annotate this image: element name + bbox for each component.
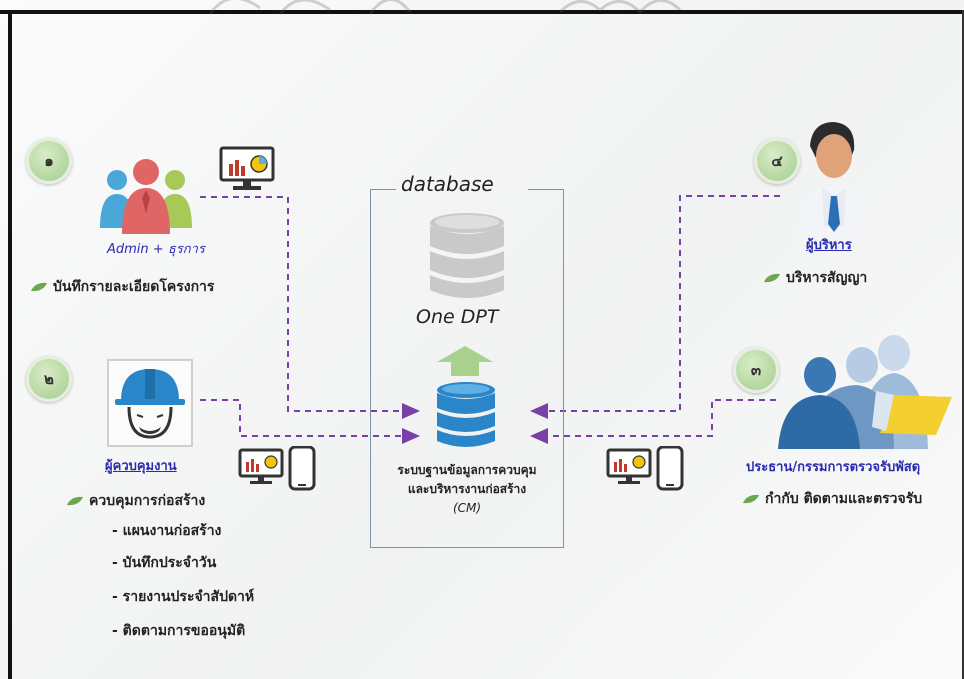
admin-group-icon	[100, 159, 192, 234]
leaf-icon	[31, 282, 47, 292]
admin-description: บันทึกรายละเอียดโครงการ	[31, 276, 214, 298]
cm-system-line1: ระบบฐานข้อมูลการควบคุม	[397, 463, 537, 477]
leaf-icon	[743, 494, 759, 504]
committee-meeting-icon	[778, 335, 952, 449]
frame-border-top	[0, 10, 964, 14]
line-supervisor-to-cm	[200, 399, 420, 444]
cm-system-line2: และบริหารงานก่อสร้าง	[407, 482, 527, 496]
supervisor-task-4: - ติดตามการขออนุมัติ	[112, 623, 246, 639]
upload-arrow-icon	[437, 346, 493, 376]
committee-description: กำกับ ติดตามและตรวจรับ	[743, 488, 922, 510]
cm-database-icon	[437, 382, 495, 447]
database-container-top-right	[528, 189, 564, 190]
step-badge-4: ๔	[754, 138, 800, 184]
line-committee-to-cm	[530, 399, 776, 444]
executive-label: ผู้บริหาร	[806, 238, 852, 253]
supervisor-task-2: - บันทึกประจำวัน	[112, 555, 217, 571]
committee-description-text: กำกับ ติดตามและตรวจรับ	[765, 491, 923, 507]
step-badge-1: ๑	[26, 138, 72, 184]
executive-description: บริหารสัญญา	[764, 267, 867, 289]
step-badge-2: ๒	[26, 356, 72, 402]
executive-description-text: บริหารสัญญา	[786, 270, 868, 286]
frame-border-right	[962, 10, 964, 679]
engineer-helmet-icon	[107, 359, 193, 447]
admin-label: Admin + ธุรการ	[107, 242, 205, 257]
committee-label: ประธาน/กรรมการตรวจรับพัสดุ	[746, 460, 921, 475]
leaf-icon	[67, 496, 83, 506]
step-badge-3: ๓	[733, 347, 779, 393]
one-dpt-database-icon	[430, 213, 504, 298]
supervisor-task-1: - แผนงานก่อสร้าง	[112, 523, 222, 539]
database-container-top-left	[370, 189, 396, 190]
database-title: database	[401, 172, 494, 196]
one-dpt-label: One DPT	[416, 306, 499, 328]
supervisor-description-text: ควบคุมการก่อสร้าง	[89, 493, 206, 509]
database-container	[370, 189, 564, 548]
supervisor-description: ควบคุมการก่อสร้าง	[67, 490, 205, 512]
monitor-chart-icon	[219, 146, 275, 190]
cm-system-label: ระบบฐานข้อมูลการควบคุม และบริหารงานก่อสร…	[370, 461, 564, 518]
cm-system-line3: (CM)	[452, 501, 482, 515]
monitor-phone-icon	[238, 446, 316, 491]
supervisor-task-3: - รายงานประจำสัปดาห์	[112, 589, 255, 605]
frame-border-left	[8, 10, 12, 679]
line-executive-to-cm	[530, 195, 780, 419]
executive-person-icon	[796, 122, 870, 234]
monitor-phone-icon-right	[606, 446, 684, 491]
supervisor-label: ผู้ควบคุมงาน	[105, 459, 177, 474]
line-admin-to-cm	[200, 196, 420, 419]
leaf-icon	[764, 273, 780, 283]
admin-description-text: บันทึกรายละเอียดโครงการ	[53, 279, 215, 295]
